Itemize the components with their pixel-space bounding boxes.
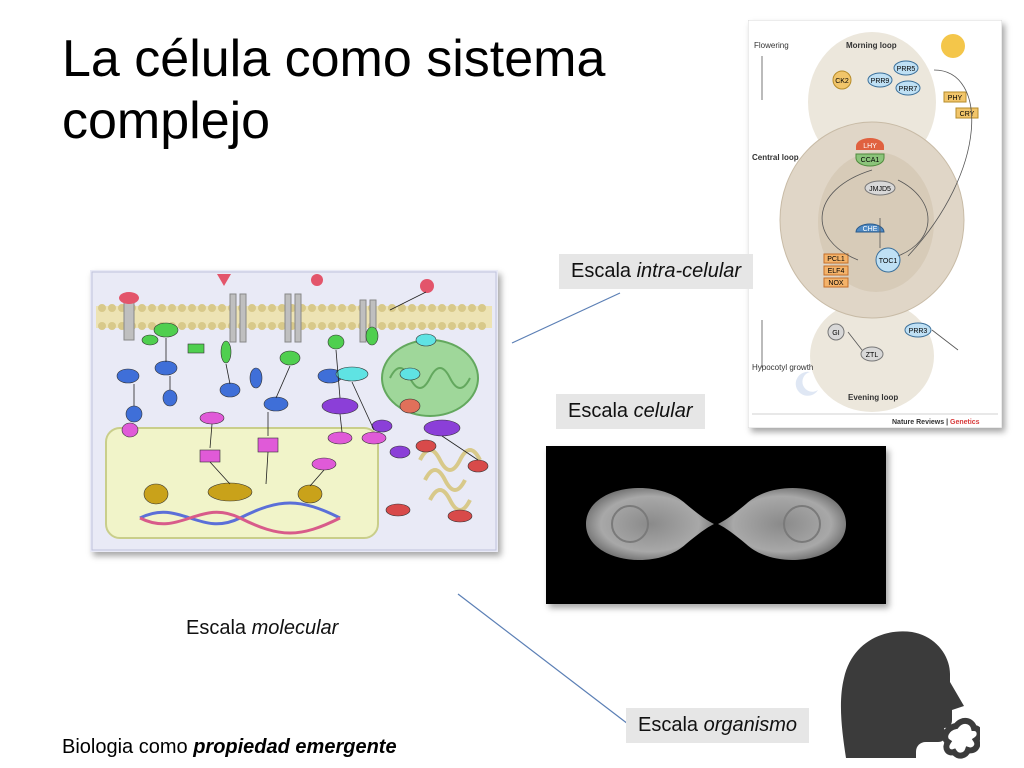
moon-icon (795, 371, 818, 396)
connector-organism (457, 593, 629, 725)
receptors (123, 293, 377, 343)
evening-loop-label: Evening loop (848, 393, 898, 402)
daughter-cell-right (718, 487, 846, 561)
gene-lhy: LHY (863, 143, 877, 150)
central-loop-label: Central loop (752, 153, 799, 162)
caption-organism: Escala organismo (626, 708, 809, 743)
daughter-cell-left (586, 487, 714, 561)
gene-prr7: PRR7 (899, 86, 918, 93)
dividing-cell-image (546, 446, 886, 604)
gene-cca1: CCA1 (861, 157, 880, 164)
gene-elf4: ELF4 (828, 268, 845, 275)
sun-icon (941, 34, 965, 58)
hypocotyl-label: Hypocotyl growth (752, 363, 813, 372)
person-exhaling-icon (840, 631, 980, 759)
credit-journal: Nature Reviews (892, 419, 944, 426)
gene-cry: CRY (960, 111, 975, 118)
credit-section: Genetics (950, 419, 980, 426)
circadian-network-image: Flowering Morning loop Central loop Hypo… (748, 20, 1002, 428)
caption-molecular: Escala molecular (186, 617, 339, 639)
svg-text:Nature Reviews | Genetics: Nature Reviews | Genetics (892, 419, 980, 426)
gene-ck2: CK2 (835, 78, 849, 85)
gene-phy: PHY (948, 95, 963, 102)
flowering-label: Flowering (754, 41, 789, 50)
slide-title: La célula como sistema complejo (62, 30, 606, 150)
gene-jmjd5: JMJD5 (869, 186, 891, 193)
morning-loop-label: Morning loop (846, 41, 897, 50)
gene-prr5: PRR5 (897, 66, 916, 73)
gene-gi: GI (832, 330, 839, 337)
caption-intra-cellular: Escala intra-celular (559, 254, 754, 289)
gene-pcl1: PCL1 (827, 256, 845, 263)
gene-toc1: TOC1 (879, 258, 898, 265)
connector-intra (511, 292, 621, 344)
gene-nox: NOX (828, 280, 844, 287)
gene-ztl: ZTL (866, 352, 879, 359)
gene-che: CHE (863, 226, 878, 233)
nucleus (105, 427, 379, 539)
gene-prr3: PRR3 (909, 328, 928, 335)
footer-text: Biologia como propiedad emergente (62, 736, 397, 758)
cell-membrane (96, 304, 492, 330)
molecular-pathway-image (90, 270, 498, 552)
gene-prr9: PRR9 (871, 78, 890, 85)
caption-cellular: Escala celular (556, 394, 705, 429)
